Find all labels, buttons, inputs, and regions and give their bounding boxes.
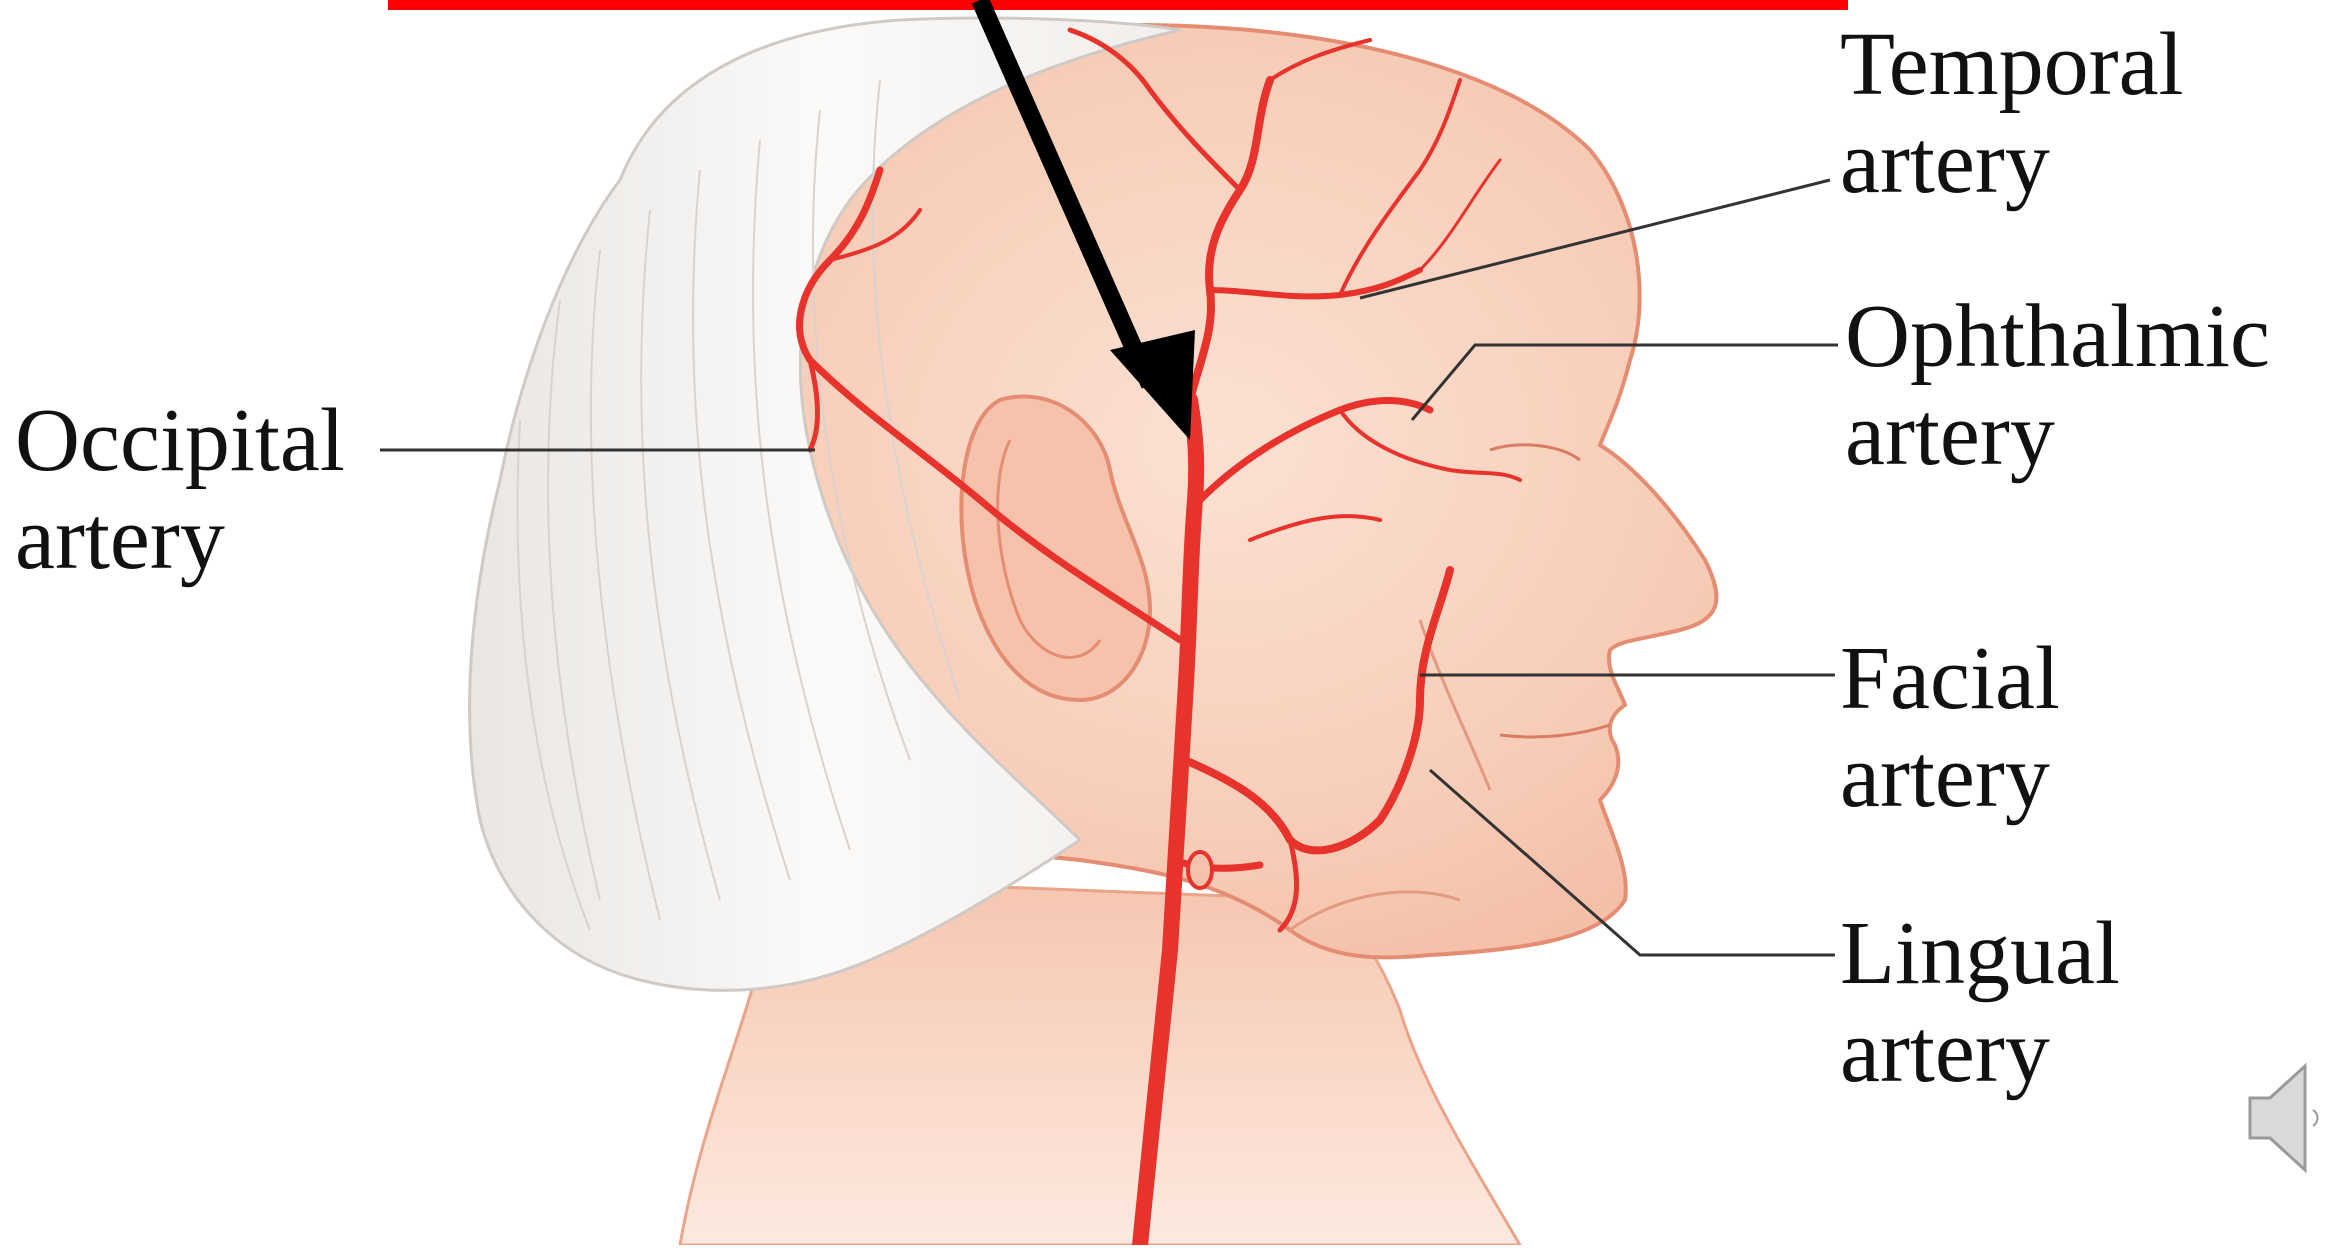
label-occipital-line1: Occipital xyxy=(15,392,345,490)
label-ophthalmic-line2: artery xyxy=(1845,386,2270,484)
label-ophthalmic-line1: Ophthalmic xyxy=(1845,288,2270,386)
label-lingual-artery: Lingual artery xyxy=(1840,905,2120,1101)
label-temporal-line2: artery xyxy=(1840,114,2184,212)
label-ophthalmic-artery: Ophthalmic artery xyxy=(1845,288,2270,484)
label-occipital-artery: Occipital artery xyxy=(15,392,345,588)
label-occipital-line2: artery xyxy=(15,490,345,588)
label-lingual-line2: artery xyxy=(1840,1003,2120,1101)
speaker-icon[interactable] xyxy=(2245,1058,2325,1178)
label-lingual-line1: Lingual xyxy=(1840,905,2120,1003)
label-temporal-artery: Temporal artery xyxy=(1840,16,2184,212)
highlight-banner xyxy=(388,0,1848,10)
label-temporal-line1: Temporal xyxy=(1840,16,2184,114)
label-facial-line1: Facial xyxy=(1840,630,2060,728)
label-facial-artery: Facial artery xyxy=(1840,630,2060,826)
label-facial-line2: artery xyxy=(1840,728,2060,826)
